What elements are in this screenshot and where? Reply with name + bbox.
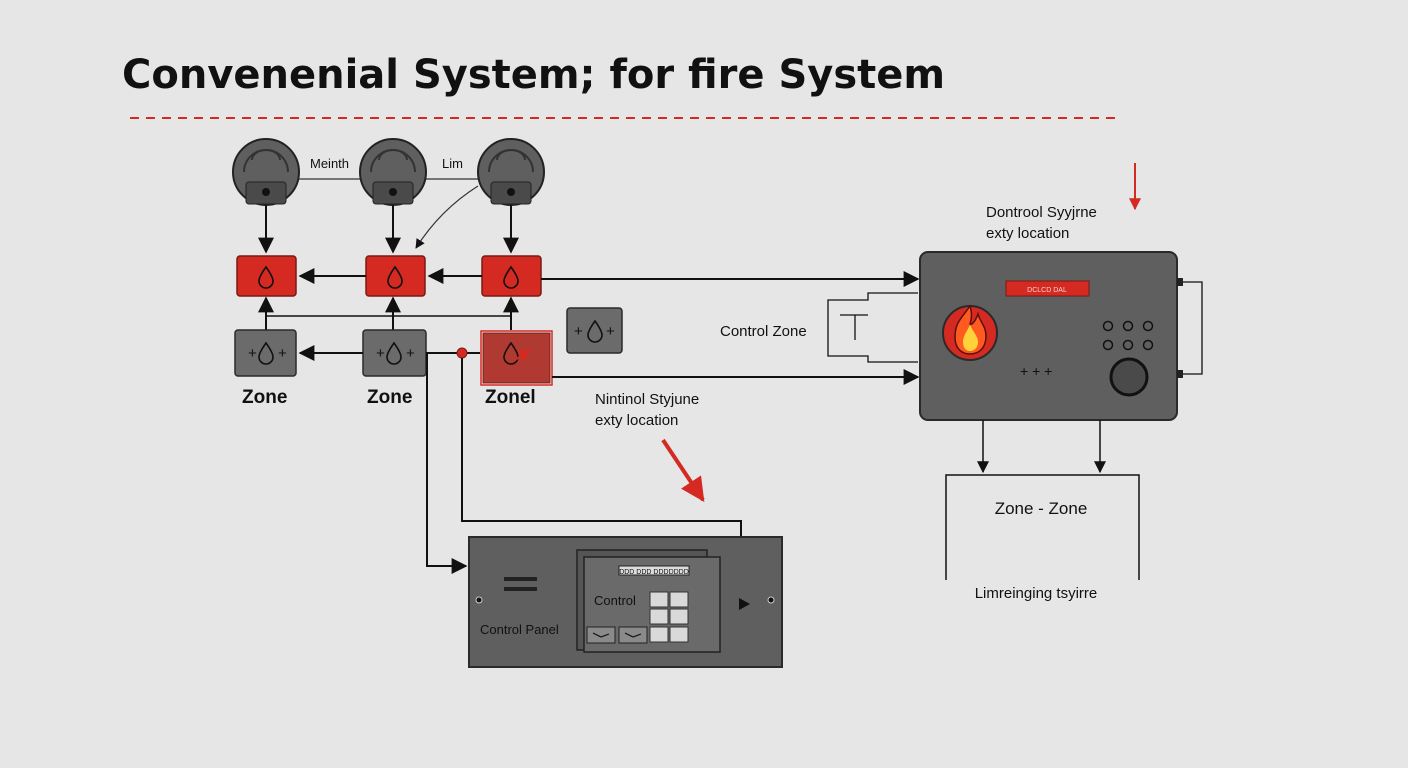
zone-box-label: Zone - Zone	[995, 499, 1088, 518]
svg-text:+: +	[574, 323, 583, 340]
bottom-screen-header: DDD DDD DDDDDDD	[619, 569, 689, 576]
indicator-led	[1122, 339, 1134, 351]
keypad-key[interactable]	[669, 626, 689, 643]
svg-text:+: +	[278, 345, 287, 362]
red-pointer-arrow	[661, 438, 705, 502]
right-note-line1: Dontrool Syyjrne	[986, 204, 1097, 221]
indicator-led	[1102, 320, 1114, 332]
indicator-led	[1142, 320, 1154, 332]
curved-arrow	[415, 185, 479, 249]
control-knob[interactable]	[1109, 357, 1149, 397]
right-note-line2: exty location	[986, 225, 1069, 242]
keypad-key[interactable]	[669, 591, 689, 608]
svg-text:+: +	[376, 345, 385, 362]
main-panel-indicator: DCLCD DAL	[1027, 287, 1067, 294]
middle-note-line1: Nintinol Styjune	[595, 391, 699, 408]
keypad-key[interactable]	[649, 608, 669, 625]
detector-label-meinth: Meinth	[310, 156, 349, 171]
red-module-1	[236, 255, 297, 297]
wire-to-bottom-panel-top	[461, 358, 742, 537]
detector-label-lim: Lim	[442, 156, 463, 171]
main-panel-side-loop	[1183, 281, 1203, 375]
svg-text:+: +	[406, 345, 415, 362]
function-button-2[interactable]	[618, 626, 648, 644]
middle-note-line2: exty location	[595, 412, 678, 429]
zone-module-1: + +	[234, 329, 297, 377]
smoke-detector-2	[359, 138, 427, 206]
zone-label-3: Zonel	[485, 387, 536, 408]
smoke-detector-1	[232, 138, 300, 206]
zone-box-outline	[945, 474, 1140, 580]
zone-label-1: Zone	[242, 387, 287, 408]
zone-module-3-highlighted	[480, 330, 553, 386]
zone-module-2: + +	[362, 329, 427, 377]
keypad-key[interactable]	[669, 608, 689, 625]
bottom-screen-label: Control	[594, 593, 636, 608]
main-panel-plus-row: + + +	[1020, 363, 1052, 379]
bottom-panel-label: Control Panel	[480, 622, 559, 637]
keypad-key[interactable]	[649, 591, 669, 608]
control-zone-bracket	[827, 292, 918, 363]
page-title: Convenenial System; for fire System	[122, 52, 945, 98]
main-control-panel: DCLCD DAL + + +	[919, 251, 1183, 421]
indicator-led	[1142, 339, 1154, 351]
function-button-1[interactable]	[586, 626, 616, 644]
red-module-2	[365, 255, 426, 297]
red-module-3	[481, 255, 542, 297]
keypad-key[interactable]	[649, 626, 669, 643]
svg-text:+: +	[606, 323, 615, 340]
indicator-led	[1122, 320, 1134, 332]
zone-module-4: + +	[566, 307, 623, 354]
zone-label-2: Zone	[367, 387, 412, 408]
play-icon[interactable]	[739, 598, 750, 610]
wire-to-bottom-panel-left	[426, 353, 468, 574]
control-zone-label: Control Zone	[720, 323, 807, 340]
bottom-control-panel: Control Panel DDD DDD DDDDDDD Control	[468, 536, 783, 668]
junction-dot	[456, 347, 468, 359]
indicator-led	[1102, 339, 1114, 351]
zone-box-caption: Limreinging tsyirre	[975, 585, 1098, 602]
smoke-detector-3	[477, 138, 545, 206]
svg-text:+: +	[248, 345, 257, 362]
